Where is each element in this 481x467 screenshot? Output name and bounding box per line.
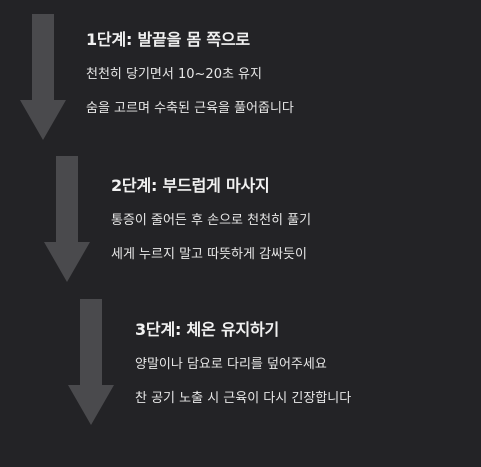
- down-arrow-icon: [68, 299, 114, 425]
- step-3-content: 3단계: 체온 유지하기 양말이나 담요로 다리를 덮어주세요 찬 공기 노출 …: [135, 320, 351, 408]
- step-3-line-1: 양말이나 담요로 다리를 덮어주세요: [135, 357, 327, 372]
- step-3-title: 3단계: 체온 유지하기: [135, 320, 280, 339]
- step-2-line-2: 세게 누르지 말고 따뜻하게 감싸듯이: [111, 247, 307, 262]
- step-1-line-1: 천천히 당기면서 10~20초 유지: [86, 67, 262, 82]
- step-1-line-2: 숨을 고르며 수축된 근육을 풀어줍니다: [86, 101, 294, 116]
- down-arrow-icon: [44, 156, 90, 282]
- step-2-line-1: 통증이 줄어든 후 손으로 천천히 풀기: [111, 213, 312, 228]
- step-2-content: 2단계: 부드럽게 마사지 통증이 줄어든 후 손으로 천천히 풀기 세게 누르…: [111, 176, 311, 264]
- down-arrow-icon: [20, 14, 66, 140]
- step-2-title: 2단계: 부드럽게 마사지: [111, 176, 270, 195]
- step-1-content: 1단계: 발끝을 몸 쪽으로 천천히 당기면서 10~20초 유지 숨을 고르며…: [86, 30, 294, 118]
- step-1-title: 1단계: 발끝을 몸 쪽으로: [86, 30, 250, 49]
- step-3-line-2: 찬 공기 노출 시 근육이 다시 긴장합니다: [135, 391, 352, 406]
